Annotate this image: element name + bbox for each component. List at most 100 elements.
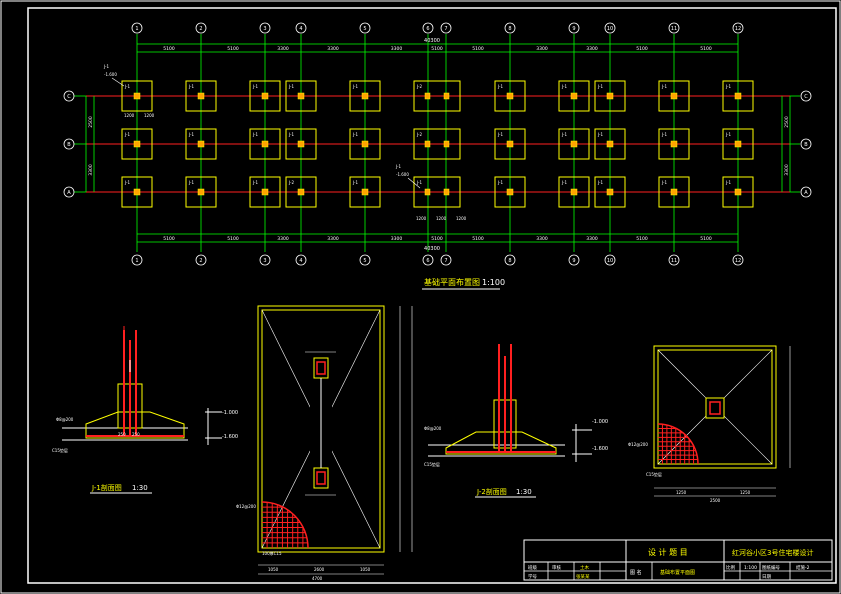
column-r0-c1 — [197, 92, 205, 100]
detail2-rebar-note: Φ12@200 — [628, 442, 648, 447]
footing-r2-c8 — [594, 176, 626, 208]
callout-main: J-1 — [103, 64, 109, 69]
grid-bubble-label-bottom-2: 2 — [199, 258, 202, 264]
column-r2-c8 — [606, 188, 614, 196]
bay-dim-bottom-2: 3300 — [277, 236, 289, 242]
grid-bubble-label-top-8: 8 — [508, 26, 511, 32]
footing-label-r0-c5: J-2 — [416, 84, 422, 89]
row-bubble-label-right-B: B — [804, 142, 808, 148]
bay-dim-top-10: 5100 — [700, 46, 712, 52]
row-bubble-label-left-B: B — [67, 142, 71, 148]
footing-label-r1-c7: J-1 — [561, 132, 567, 137]
footing-r0-c4 — [349, 80, 381, 112]
column-r0-c2 — [261, 92, 269, 100]
grid-bubble-label-top-3: 3 — [263, 26, 266, 32]
footing-label-r1-c9: J-1 — [661, 132, 667, 137]
bay-dim-top-3: 3300 — [327, 46, 339, 52]
grid-bubble-bottom-3 — [259, 254, 271, 266]
footing-label-r2-c10: J-1 — [725, 180, 731, 185]
grid-bubble-bottom-2 — [195, 254, 207, 266]
footing-label-r0-c9: J-1 — [661, 84, 667, 89]
bay-dim-top-4: 3300 — [391, 46, 403, 52]
column-r2-c10 — [734, 188, 742, 196]
column-r1-c5-b — [443, 140, 450, 148]
column-r2-c5-a — [424, 188, 431, 196]
bay-dim-bottom-4: 3300 — [391, 236, 403, 242]
section1-base-note: C15垫层 — [52, 447, 68, 453]
title-check-label: 审核 — [552, 564, 561, 571]
grid-bubble-label-bottom-1: 1 — [135, 258, 138, 264]
grid-bubble-label-bottom-5: 5 — [363, 258, 366, 264]
grid-bubble-label-top-12: 12 — [735, 26, 741, 32]
footing-r2-c0 — [121, 176, 153, 208]
footing-r1-c9 — [658, 128, 690, 160]
detail1-dim-2: 1050 — [360, 567, 371, 572]
footing-r0-c2 — [249, 80, 281, 112]
footing-label-r2-c6: J-1 — [497, 180, 503, 185]
row-dim-left-1: 3300 — [88, 164, 94, 176]
title-sheet-value: 结施-2 — [796, 564, 810, 571]
sub-dim-2: 1200 — [416, 216, 427, 221]
grid-bubble-label-bottom-4: 4 — [299, 258, 302, 264]
footing-r1-c0 — [121, 128, 153, 160]
grid-bubble-label-bottom-11: 11 — [671, 258, 677, 264]
bay-dim-top-9: 5100 — [636, 46, 648, 52]
grid-bubble-bottom-9 — [568, 254, 580, 266]
plan-title: 基础平面布置图 — [424, 277, 480, 287]
footing-r2-c3 — [285, 176, 317, 208]
detail1-pad-note: 100厚C15 — [262, 551, 282, 556]
detail2-arc — [657, 423, 699, 465]
footing-r0-c7 — [558, 80, 590, 112]
footing-r1-c3 — [285, 128, 317, 160]
footing-label-r1-c2: J-1 — [252, 132, 258, 137]
grid-bubble-bottom-8 — [504, 254, 516, 266]
title-scale-label: 比例 — [726, 564, 735, 571]
detail2-total: 2500 — [710, 498, 721, 503]
footing-label-r1-c5: J-2 — [416, 132, 422, 137]
section1-title: J-1剖面图 — [91, 483, 122, 492]
column-r1-c7 — [570, 140, 578, 148]
footing-label-r0-c7: J-1 — [561, 84, 567, 89]
grid-bubble-label-top-2: 2 — [199, 26, 202, 32]
footing-r2-c2 — [249, 176, 281, 208]
grid-bubble-label-top-9: 9 — [572, 26, 575, 32]
bay-dim-top-6: 5100 — [472, 46, 484, 52]
title-design-label: 设 计 题 目 — [648, 547, 688, 557]
footing-label-r0-c4: J-1 — [352, 84, 358, 89]
bay-dim-bottom-9: 5100 — [636, 236, 648, 242]
footing-r2-c7 — [558, 176, 590, 208]
grid-bubble-top-3 — [259, 22, 271, 34]
bay-dim-bottom-6: 5100 — [472, 236, 484, 242]
grid-bubble-label-top-10: 10 — [607, 26, 613, 32]
detail2-pad-note: C15垫层 — [646, 471, 662, 477]
bay-dim-bottom-3: 3300 — [327, 236, 339, 242]
column-r2-c6 — [506, 188, 514, 196]
section2-elev-bottom: -1.600 — [592, 446, 608, 452]
column-r0-c6 — [506, 92, 514, 100]
bay-dim-top-1: 5100 — [227, 46, 239, 52]
grid-bubble-label-top-7: 7 — [444, 26, 447, 32]
grid-bubble-label-top-5: 5 — [363, 26, 366, 32]
grid-bubble-label-top-4: 4 — [299, 26, 302, 32]
section2-elev-top: -1.000 — [592, 419, 608, 425]
column-r1-c10 — [734, 140, 742, 148]
footing-r2-c4 — [349, 176, 381, 208]
grid-bubble-label-bottom-8: 8 — [508, 258, 511, 264]
row-bubble-label-left-A: A — [67, 190, 71, 196]
detail1-arc — [261, 501, 309, 549]
footing-label-r1-c0: J-1 — [124, 132, 130, 137]
row-dim-right-0: 2500 — [784, 116, 790, 128]
row-bubble-label-left-C: C — [67, 94, 71, 100]
row-bubble-right-B — [800, 138, 812, 150]
section2-title: J-2剖面图 — [476, 487, 507, 496]
footing-r0-c6 — [494, 80, 526, 112]
column-r0-c4 — [361, 92, 369, 100]
callout-sub-2: -1.600 — [396, 172, 409, 177]
footing-label-r1-c4: J-1 — [352, 132, 358, 137]
footing-label-r2-c2: J-1 — [252, 180, 258, 185]
column-r1-c9 — [670, 140, 678, 148]
title-row1-key: 学号 — [528, 573, 537, 580]
sub-dim-3: 1200 — [436, 216, 447, 221]
column-r0-c5-b — [443, 92, 450, 100]
callout-main-2: J-1 — [395, 164, 401, 169]
